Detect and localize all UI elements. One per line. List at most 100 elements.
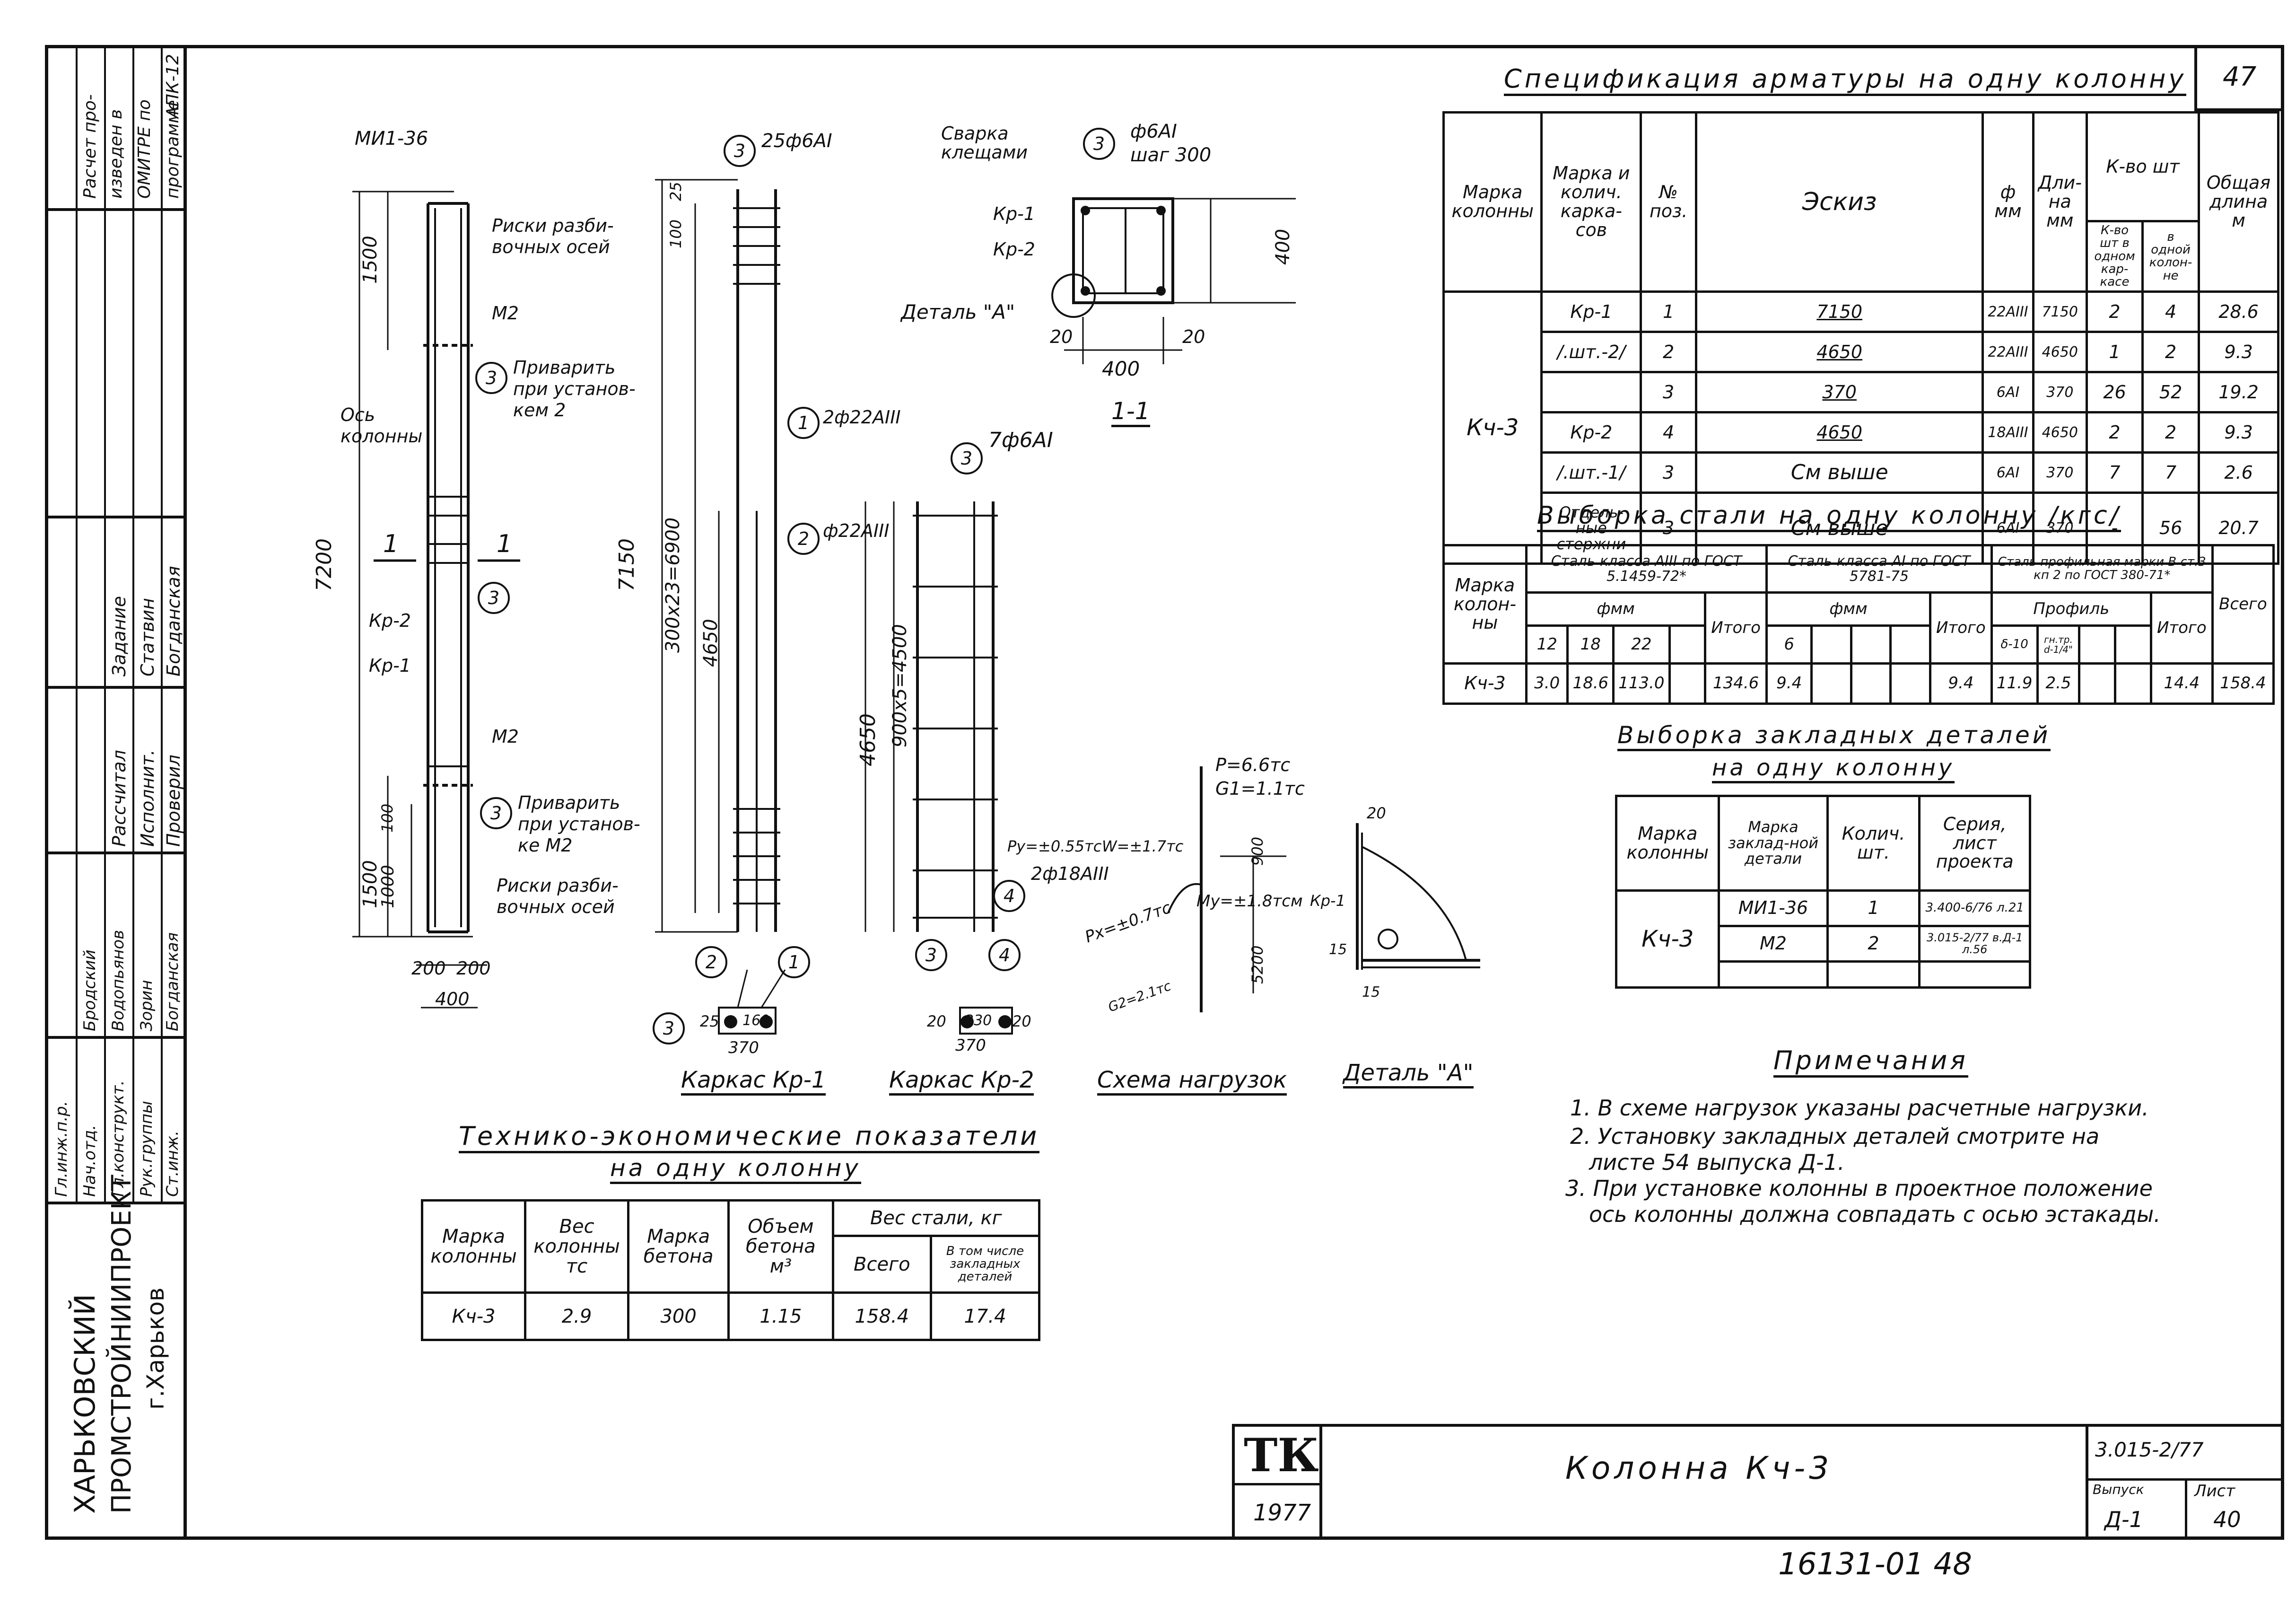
- spec-cell: 7150: [2032, 290, 2088, 334]
- spec-cell: 4: [2141, 290, 2200, 334]
- dim-4650a: 4650: [700, 619, 722, 667]
- emb-detail: МИ1-36: [1718, 889, 1829, 927]
- spec-cell: /.шт.-2/: [1540, 331, 1642, 374]
- dim-20c: 20: [927, 1012, 946, 1030]
- tep-val: Кч-3: [420, 1291, 527, 1341]
- dim-20d: 20: [1012, 1012, 1031, 1030]
- steel-val: 158.4: [2211, 662, 2275, 705]
- note-2b: листе 54 выпуска Д-1.: [1589, 1150, 1845, 1175]
- dim-1000: 1000: [378, 865, 398, 908]
- dim-400b: 400: [1102, 357, 1140, 380]
- steel-h-total-a3: Итого: [1704, 591, 1768, 665]
- spec-cell: 22АIII: [1982, 290, 2034, 334]
- spec-cell: 370: [2032, 371, 2088, 414]
- spec-h-pos: № поз.: [1640, 111, 1698, 293]
- spec-h-len: Дли-на мм: [2032, 111, 2088, 293]
- dim-5200: 5200: [1248, 945, 1266, 984]
- dim-4650b: 4650: [856, 713, 880, 766]
- ref-bubble-1: 1: [778, 946, 810, 978]
- ref-bubble-3: 3: [951, 442, 983, 474]
- emb-detail: М2: [1718, 925, 1829, 963]
- note-3b: ось колонны должна совпадать с осью эста…: [1589, 1202, 2161, 1227]
- steel-row-mark: Кч-3: [1442, 662, 1528, 705]
- ref-bubble-3: 3: [915, 939, 947, 971]
- dim-20a: 20: [1050, 326, 1073, 347]
- ref-bubble-3: 3: [478, 582, 510, 614]
- lbl-sec-left: 1: [383, 530, 399, 558]
- steel-val: 113.0: [1612, 662, 1671, 705]
- load-p: P=6.6тс: [1215, 755, 1291, 775]
- emb-h-series: Серия, лист проекта: [1918, 795, 2031, 892]
- lbl-krx1: Кр-1: [993, 203, 1035, 224]
- emb-h-qty: Колич. шт.: [1826, 795, 1921, 892]
- left-stamp: [45, 45, 187, 1540]
- emb-series: 3.015-2/77 в.Д-1 л.56: [1918, 925, 2031, 963]
- spec-h-qty: К-во шт: [2085, 111, 2200, 222]
- steel-val: 9.4: [1765, 662, 1813, 705]
- lbl-privarit2b: при установ-: [518, 814, 640, 834]
- spec-cell: 6АI: [1982, 451, 2034, 494]
- emb-h-detail: Марка заклад-ной детали: [1718, 795, 1829, 892]
- ref-bubble-3: 3: [475, 362, 507, 394]
- steel-h-a3: Сталь класса АIII по ГОСТ 5.1459-72*: [1525, 544, 1768, 594]
- steel-dia: 22: [1612, 624, 1671, 665]
- dim-200a: 200: [411, 958, 446, 979]
- tep-h-embedded: В том числе закладных деталей: [929, 1235, 1041, 1294]
- spec-cell: 52: [2141, 371, 2200, 414]
- spec-cell: 3: [1640, 451, 1698, 494]
- spec-cell: 370: [2032, 451, 2088, 494]
- spec-sketch: 370: [1695, 371, 1984, 414]
- title-year: 1977: [1253, 1500, 1311, 1526]
- steel-h-total-a1: Итого: [1929, 591, 1993, 665]
- tep-h-steel: Вес стали, кг: [831, 1199, 1041, 1237]
- spec-sketch: 4650: [1695, 411, 1984, 454]
- embedded-title-1: Выборка закладных деталей: [1617, 721, 2051, 751]
- sheet-number: 47: [2223, 61, 2257, 92]
- spec-cell: 7: [2141, 451, 2200, 494]
- spec-h-frames: Марка и колич. карка-сов: [1540, 111, 1642, 293]
- ref-bubble-4: 4: [993, 880, 1025, 912]
- dim-25b: 25: [700, 1012, 719, 1030]
- lbl-sec-right: 1: [497, 530, 513, 558]
- spec-cell: 2.6: [2198, 451, 2279, 494]
- steel-h-profile: Профиль: [1990, 591, 2152, 627]
- lbl-riski1: Риски разби-: [492, 215, 614, 236]
- lbl-os: Ось: [340, 404, 375, 425]
- lbl-2f18: 2ф18АIII: [1031, 863, 1109, 884]
- lbl-25f6: 25ф6АI: [761, 130, 832, 152]
- dim-370b: 370: [955, 1036, 986, 1055]
- steel-val: 9.4: [1929, 662, 1993, 705]
- lbl-privarit1: Приварить: [513, 357, 616, 378]
- frame-kr2-title: Каркас Кр-2: [889, 1067, 1034, 1096]
- ref-bubble-3: 3: [653, 1012, 685, 1044]
- dim-1500a: 1500: [359, 236, 381, 284]
- lbl-privarit2c: ке М2: [518, 835, 573, 856]
- tk-logo: ТК: [1244, 1429, 1319, 1482]
- spec-cell: 2: [2085, 290, 2144, 334]
- lbl-riski2b: вочных осей: [497, 896, 615, 917]
- notes-title: Примечания: [1773, 1045, 1968, 1078]
- load-g1: G1=1.1тс: [1215, 778, 1305, 799]
- lbl-f6: ф6АI: [1130, 121, 1177, 142]
- dim-7150: 7150: [615, 538, 639, 591]
- spec-sketch: 7150: [1695, 290, 1984, 334]
- spec-cell: 28.6: [2198, 290, 2279, 334]
- section-1-1-title: 1-1: [1111, 397, 1150, 427]
- load-py: Py=±0.55тс: [1007, 837, 1102, 855]
- spec-cell: 6АI: [1982, 371, 2034, 414]
- note-3: 3. При установке колонны в проектное пол…: [1565, 1176, 2153, 1201]
- spec-cell: 4650: [2032, 331, 2088, 374]
- spec-cell: 18АIII: [1982, 411, 2034, 454]
- detail-kr1: Кр-1: [1310, 892, 1345, 910]
- dim-100: 100: [378, 803, 396, 833]
- lbl-2f22: 2ф22АIII: [823, 407, 901, 428]
- spec-cell: /.шт.-1/: [1540, 451, 1642, 494]
- ref-bubble-3: 3: [724, 135, 756, 167]
- spec-table: Марка колонны Марка и колич. карка-сов №…: [1442, 111, 2279, 565]
- lbl-privarit2: Приварить: [518, 792, 620, 813]
- steel-dia: 12: [1525, 624, 1569, 665]
- spec-h-per-frame: К-во шт в одном кар-касе: [2085, 219, 2144, 293]
- steel-prof-col: δ-10: [1990, 624, 2039, 665]
- tep-val: 17.4: [929, 1291, 1041, 1341]
- tep-val: 1.15: [727, 1291, 834, 1341]
